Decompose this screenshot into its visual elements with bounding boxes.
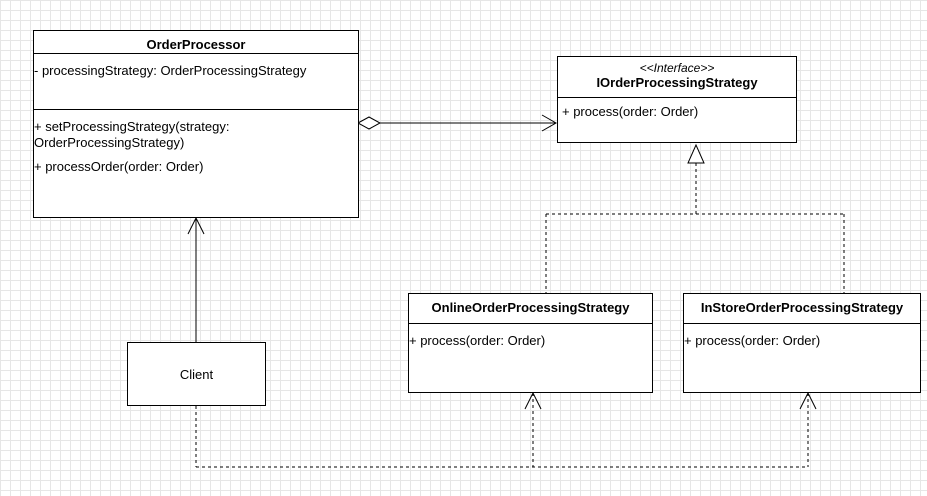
- class-name: OnlineOrderProcessingStrategy: [431, 300, 630, 315]
- attribute-row: - processingStrategy: OrderProcessingStr…: [34, 63, 307, 78]
- methods-section: + process(order: Order): [558, 97, 796, 120]
- interface-class[interactable]: <<Interface>> IOrderProcessingStrategy +…: [557, 56, 797, 143]
- attributes-section: - processingStrategy: OrderProcessingStr…: [34, 53, 358, 109]
- method-row-continuation: OrderProcessingStrategy): [34, 135, 185, 150]
- order-processor-class[interactable]: OrderProcessor - processingStrategy: Ord…: [33, 30, 359, 218]
- realization-connector[interactable]: [545, 143, 845, 293]
- methods-section: + process(order: Order): [684, 323, 920, 349]
- method-row: + process(order: Order): [562, 104, 699, 119]
- client-dependency-connector[interactable]: [195, 391, 817, 468]
- client-label: Client: [179, 366, 214, 382]
- method-row: + process(order: Order): [409, 333, 546, 348]
- client-arrowhead: [187, 216, 205, 235]
- online-strategy-class[interactable]: OnlineOrderProcessingStrategy + process(…: [408, 293, 653, 393]
- aggregation-diamond: [356, 116, 382, 130]
- method-row: + setProcessingStrategy(strategy:: [34, 119, 230, 134]
- client-box[interactable]: Client: [127, 342, 266, 406]
- interface-stereotype: <<Interface>>: [639, 61, 715, 75]
- method-row: + process(order: Order): [684, 333, 821, 348]
- online-dependency-arrowhead: [524, 391, 542, 410]
- method-row: + processOrder(order: Order): [34, 159, 204, 174]
- methods-section: + process(order: Order): [409, 323, 652, 349]
- class-name: InStoreOrderProcessingStrategy: [700, 300, 904, 315]
- instore-strategy-class[interactable]: InStoreOrderProcessingStrategy + process…: [683, 293, 921, 393]
- association-arrowhead: [541, 114, 558, 132]
- client-association-connector[interactable]: [187, 216, 205, 342]
- class-name: IOrderProcessingStrategy: [596, 75, 758, 90]
- aggregation-connector[interactable]: [356, 114, 558, 132]
- methods-section: + setProcessingStrategy(strategy: OrderP…: [34, 109, 358, 175]
- realization-triangle: [687, 143, 705, 164]
- instore-dependency-arrowhead: [799, 391, 817, 410]
- class-name: OrderProcessor: [146, 37, 246, 52]
